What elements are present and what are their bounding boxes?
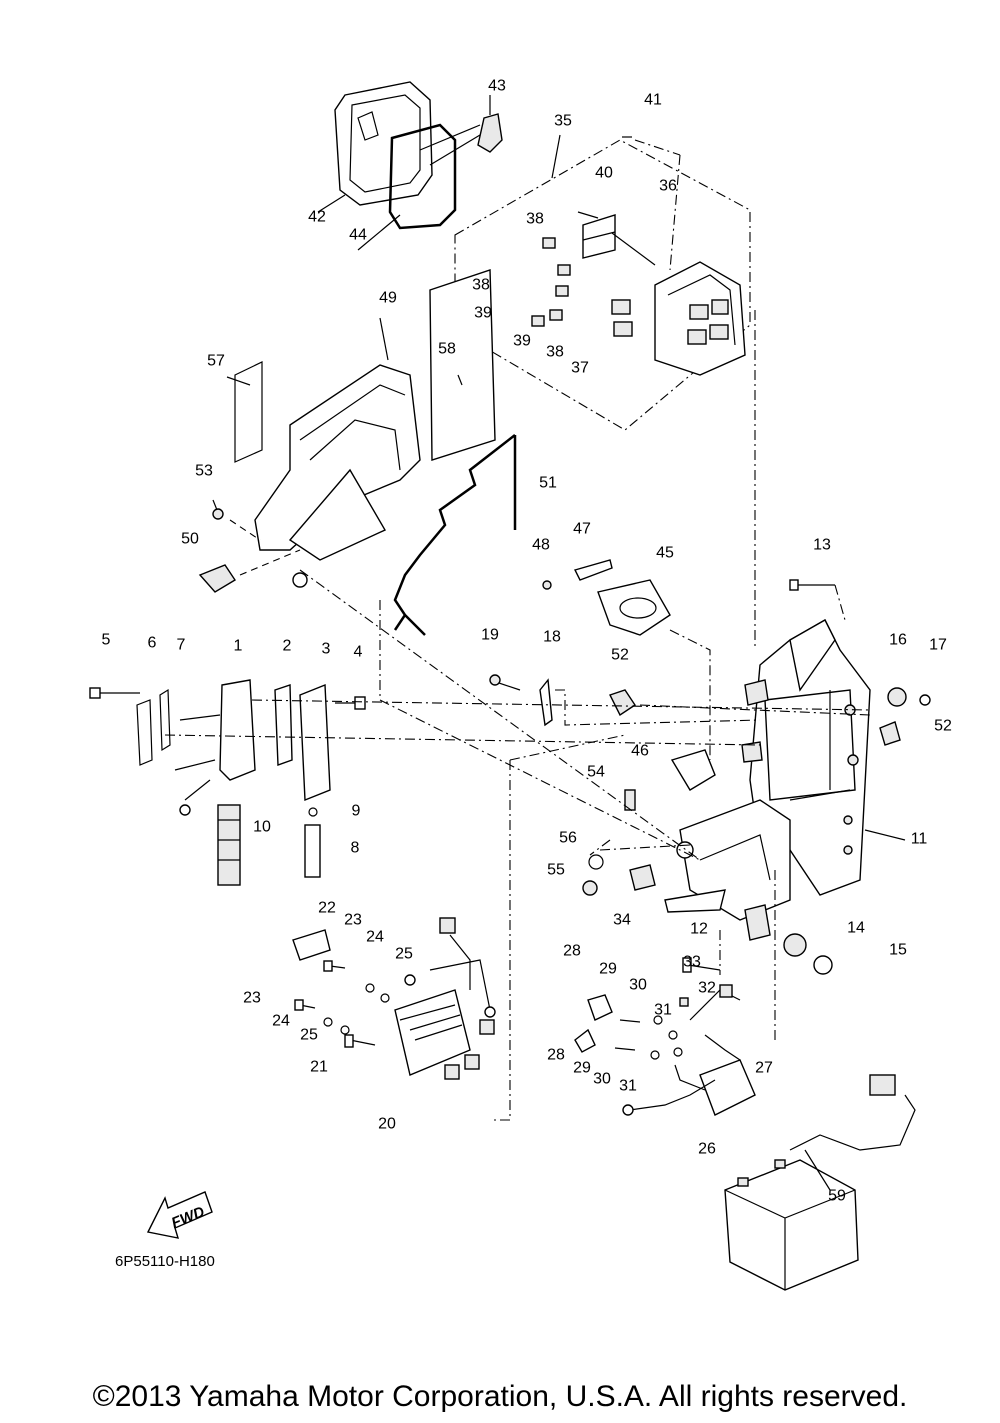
part-label-42: 42	[308, 209, 326, 226]
part-label-52: 52	[611, 647, 629, 664]
part-label-28: 28	[547, 1047, 565, 1064]
part-label-39: 39	[474, 305, 492, 322]
part-label-13: 13	[813, 537, 831, 554]
part-label-30: 30	[629, 977, 647, 994]
diagram-code: 6P55110-H180	[115, 1253, 215, 1270]
rectifier-group	[292, 917, 496, 1080]
ecu-cover-group	[198, 269, 496, 593]
part-label-56: 56	[559, 830, 577, 847]
part-label-41: 41	[644, 92, 662, 109]
part-label-25: 25	[300, 1027, 318, 1044]
copyright-notice: ©2013 Yamaha Motor Corporation, U.S.A. A…	[92, 1380, 908, 1413]
part-label-53: 53	[195, 463, 213, 480]
part-label-32: 32	[698, 980, 716, 997]
part-label-21: 21	[310, 1059, 328, 1076]
part-label-38: 38	[546, 344, 564, 361]
part-label-14: 14	[847, 920, 865, 937]
part-label-48: 48	[532, 537, 550, 554]
ignition-assembly	[89, 679, 366, 886]
part-label-26: 26	[698, 1141, 716, 1158]
part-label-52: 52	[934, 718, 952, 735]
part-label-49: 49	[379, 290, 397, 307]
part-label-31: 31	[654, 1002, 672, 1019]
part-label-50: 50	[181, 531, 199, 548]
part-label-10: 10	[253, 819, 271, 836]
main-bracket	[664, 619, 906, 941]
part-label-58: 58	[438, 341, 456, 358]
battery-group	[724, 1074, 916, 1291]
part-label-55: 55	[547, 862, 565, 879]
part-label-30: 30	[593, 1071, 611, 1088]
part-label-19: 19	[481, 627, 499, 644]
part-label-28: 28	[563, 943, 581, 960]
part-label-43: 43	[488, 78, 506, 95]
part-label-8: 8	[351, 840, 360, 857]
part-label-17: 17	[929, 637, 947, 654]
part-label-27: 27	[755, 1060, 773, 1077]
part-label-40: 40	[595, 165, 613, 182]
part-label-23: 23	[243, 990, 261, 1007]
part-label-1: 1	[234, 638, 243, 655]
part-label-24: 24	[272, 1013, 290, 1030]
part-label-29: 29	[599, 961, 617, 978]
leader-lines	[164, 569, 871, 1121]
part-label-12: 12	[690, 921, 708, 938]
part-label-4: 4	[354, 644, 363, 661]
part-label-33: 33	[683, 954, 701, 971]
part-label-11: 11	[911, 831, 928, 848]
cover-assembly	[317, 81, 503, 251]
fwd-arrow: FWD	[146, 1191, 213, 1239]
part-label-47: 47	[573, 521, 591, 538]
part-label-38: 38	[526, 211, 544, 228]
part-label-36: 36	[659, 178, 677, 195]
part-label-3: 3	[322, 641, 331, 658]
part-label-2: 2	[283, 638, 292, 655]
part-label-20: 20	[378, 1116, 396, 1133]
part-label-46: 46	[631, 743, 649, 760]
part-label-24: 24	[366, 929, 384, 946]
part-label-37: 37	[571, 360, 589, 377]
part-label-23: 23	[344, 912, 362, 929]
misc-hardware	[489, 559, 931, 975]
part-label-57: 57	[207, 353, 225, 370]
part-label-6: 6	[148, 635, 157, 652]
part-label-9: 9	[352, 803, 361, 820]
part-label-34: 34	[613, 912, 631, 929]
part-label-54: 54	[587, 764, 605, 781]
part-label-15: 15	[889, 942, 907, 959]
part-label-59: 59	[828, 1188, 846, 1205]
part-label-35: 35	[554, 113, 572, 130]
part-label-29: 29	[573, 1060, 591, 1077]
part-label-16: 16	[889, 632, 907, 649]
part-label-44: 44	[349, 227, 367, 244]
part-label-39: 39	[513, 333, 531, 350]
part-label-7: 7	[177, 637, 186, 654]
part-label-51: 51	[539, 475, 557, 492]
part-label-25: 25	[395, 946, 413, 963]
part-label-45: 45	[656, 545, 674, 562]
part-label-18: 18	[543, 629, 561, 646]
wire-51	[393, 434, 517, 636]
fuse-box-group	[454, 134, 756, 650]
part-label-31: 31	[619, 1078, 637, 1095]
part-label-38: 38	[472, 277, 490, 294]
part-label-5: 5	[102, 632, 111, 649]
starter-relay-group	[574, 984, 756, 1116]
part-label-22: 22	[318, 900, 336, 917]
